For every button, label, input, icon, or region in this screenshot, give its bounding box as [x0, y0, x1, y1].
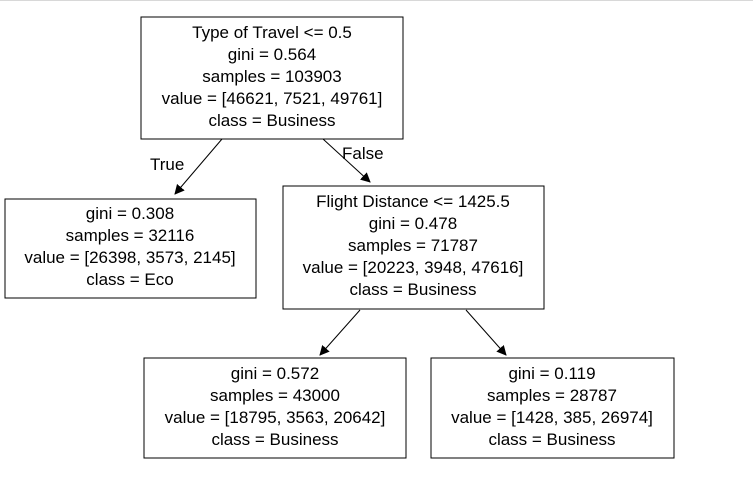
- node-value-label: value = [1428, 385, 26974]: [451, 408, 653, 427]
- edge-right-to-right-right: [465, 309, 507, 356]
- edge-label-false: False: [342, 144, 384, 163]
- tree-node-right: Flight Distance <= 1425.5 gini = 0.478 s…: [282, 185, 545, 310]
- node-gini-label: gini = 0.572: [231, 364, 319, 383]
- edge-label-true: True: [150, 155, 184, 174]
- node-value-label: value = [26398, 3573, 2145]: [24, 248, 235, 267]
- node-split-label: Type of Travel <= 0.5: [192, 23, 352, 42]
- node-split-label: Flight Distance <= 1425.5: [316, 192, 510, 211]
- tree-node-right-right: gini = 0.119 samples = 28787 value = [14…: [430, 357, 675, 459]
- tree-node-left: gini = 0.308 samples = 32116 value = [26…: [4, 198, 257, 299]
- node-value-label: value = [46621, 7521, 49761]: [162, 89, 383, 108]
- node-gini-label: gini = 0.564: [228, 45, 316, 64]
- node-samples-label: samples = 32116: [66, 226, 195, 245]
- node-gini-label: gini = 0.308: [86, 204, 174, 223]
- tree-node-right-left: gini = 0.572 samples = 43000 value = [18…: [143, 357, 407, 459]
- tree-node-root: Type of Travel <= 0.5 gini = 0.564 sampl…: [140, 16, 404, 140]
- node-class-label: class = Business: [208, 111, 335, 130]
- node-class-label: class = Business: [488, 430, 615, 449]
- node-samples-label: samples = 43000: [210, 386, 340, 405]
- node-samples-label: samples = 103903: [202, 67, 341, 86]
- node-value-label: value = [18795, 3563, 20642]: [165, 408, 386, 427]
- node-samples-label: samples = 71787: [348, 236, 478, 255]
- edge-root-to-right: [322, 138, 371, 183]
- node-gini-label: gini = 0.478: [369, 214, 457, 233]
- node-value-label: value = [20223, 3948, 47616]: [303, 258, 524, 277]
- node-class-label: class = Business: [349, 280, 476, 299]
- node-gini-label: gini = 0.119: [508, 364, 595, 383]
- node-class-label: class = Business: [211, 430, 338, 449]
- node-class-label: class = Eco: [86, 270, 173, 289]
- edge-right-to-right-left: [319, 309, 361, 356]
- edge-root-to-left: [174, 138, 223, 195]
- window-top-border: [0, 0, 753, 1]
- node-samples-label: samples = 28787: [487, 386, 617, 405]
